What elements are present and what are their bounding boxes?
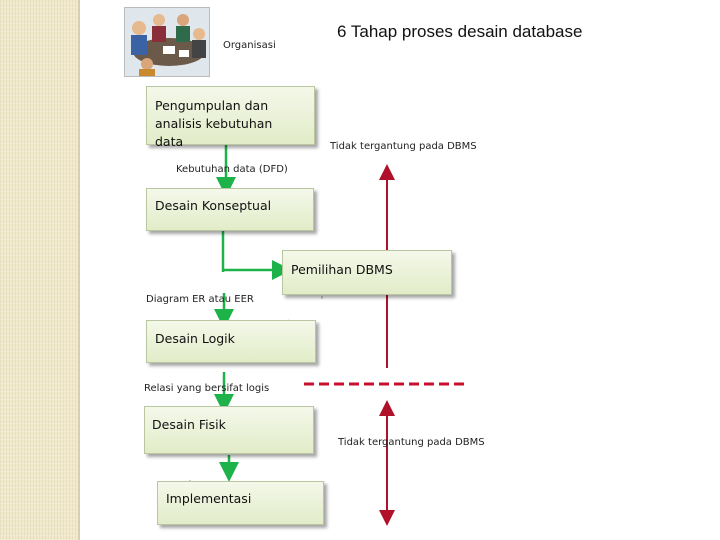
step-konseptual-label: Desain Konseptual <box>155 198 313 213</box>
step-pemilihan-dbms: Pemilihan DBMS <box>282 250 452 295</box>
label-relasi-logis: Relasi yang bersifat logis <box>144 383 269 394</box>
step-logik-label: Desain Logik <box>155 331 315 346</box>
step-fisik: Desain Fisik <box>144 406 314 454</box>
step-implementasi-label: Implementasi <box>166 491 323 506</box>
label-tidak-tergantung-1: Tidak tergantung pada DBMS <box>330 141 477 152</box>
step-logik: Desain Logik <box>146 320 316 363</box>
step-fisik-label: Desain Fisik <box>152 417 313 432</box>
step-pemilihan-label: Pemilihan DBMS <box>291 262 451 277</box>
step-konseptual: Desain Konseptual <box>146 188 314 231</box>
label-tidak-tergantung-2: Tidak tergantung pada DBMS <box>338 437 485 448</box>
step-implementasi: Implementasi <box>157 481 324 525</box>
label-kebutuhan-data: Kebutuhan data (DFD) <box>176 164 288 175</box>
step-pengumpulan: Pengumpulan dan analisis kebutuhan data <box>146 86 315 145</box>
step-pengumpulan-label: Pengumpulan dan analisis kebutuhan data <box>155 97 303 151</box>
label-diagram-er: Diagram ER atau EER <box>146 294 254 305</box>
